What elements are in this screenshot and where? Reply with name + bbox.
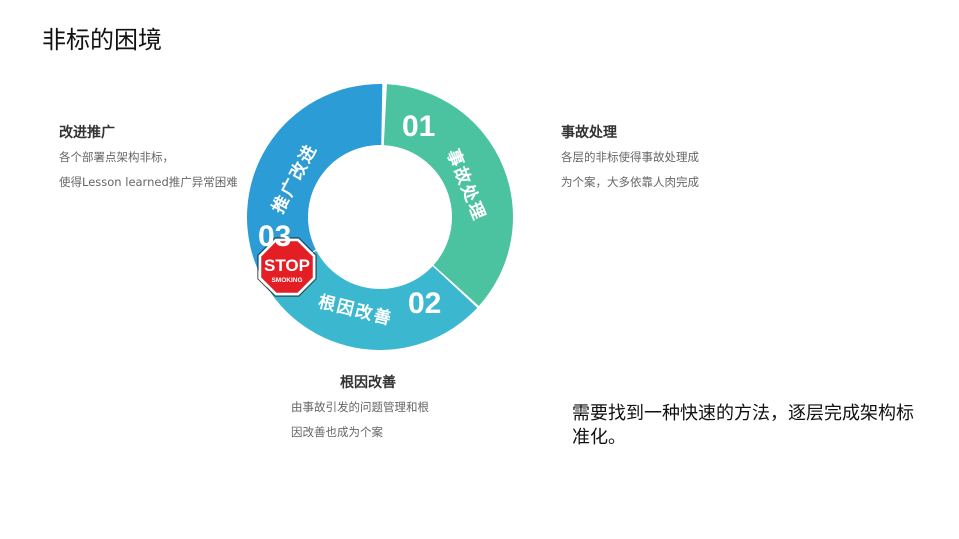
promotion-desc: 各个部署点架构非标， 使得Lesson learned推广异常困难 — [59, 145, 238, 195]
segment-accident-handling — [383, 84, 513, 306]
root-cause-desc-line: 由事故引发的问题管理和根 — [291, 400, 429, 414]
root-cause-desc: 由事故引发的问题管理和根 因改善也成为个案 — [291, 395, 429, 445]
step1-number: 01 — [402, 110, 436, 143]
accident-desc-line: 各层的非标使得事故处理成 — [561, 150, 699, 164]
step3-number: 03 — [258, 220, 292, 253]
promotion-heading: 改进推广 — [59, 125, 115, 141]
stop-text: STOP — [264, 256, 310, 275]
root-cause-heading: 根因改善 — [340, 375, 396, 391]
step2-number: 02 — [408, 287, 442, 320]
accident-desc: 各层的非标使得事故处理成 为个案，大多依靠人肉完成 — [561, 145, 699, 195]
root-cause-desc-line: 因改善也成为个案 — [291, 425, 383, 439]
accident-heading: 事故处理 — [561, 125, 617, 141]
segment-promotion — [246, 84, 383, 278]
accident-desc-line: 为个案，大多依靠人肉完成 — [561, 175, 699, 189]
promotion-desc-line: 各个部署点架构非标， — [59, 150, 174, 164]
smoking-text: SMOKING — [271, 277, 302, 284]
stop-sign-icon: STOP SMOKING — [257, 237, 317, 297]
conclusion-note: 需要找到一种快速的方法，逐层完成架构标准化。 — [572, 403, 914, 448]
slide-title: 非标的困境 — [42, 26, 162, 54]
promotion-desc-line: 使得Lesson learned推广异常困难 — [59, 175, 238, 189]
